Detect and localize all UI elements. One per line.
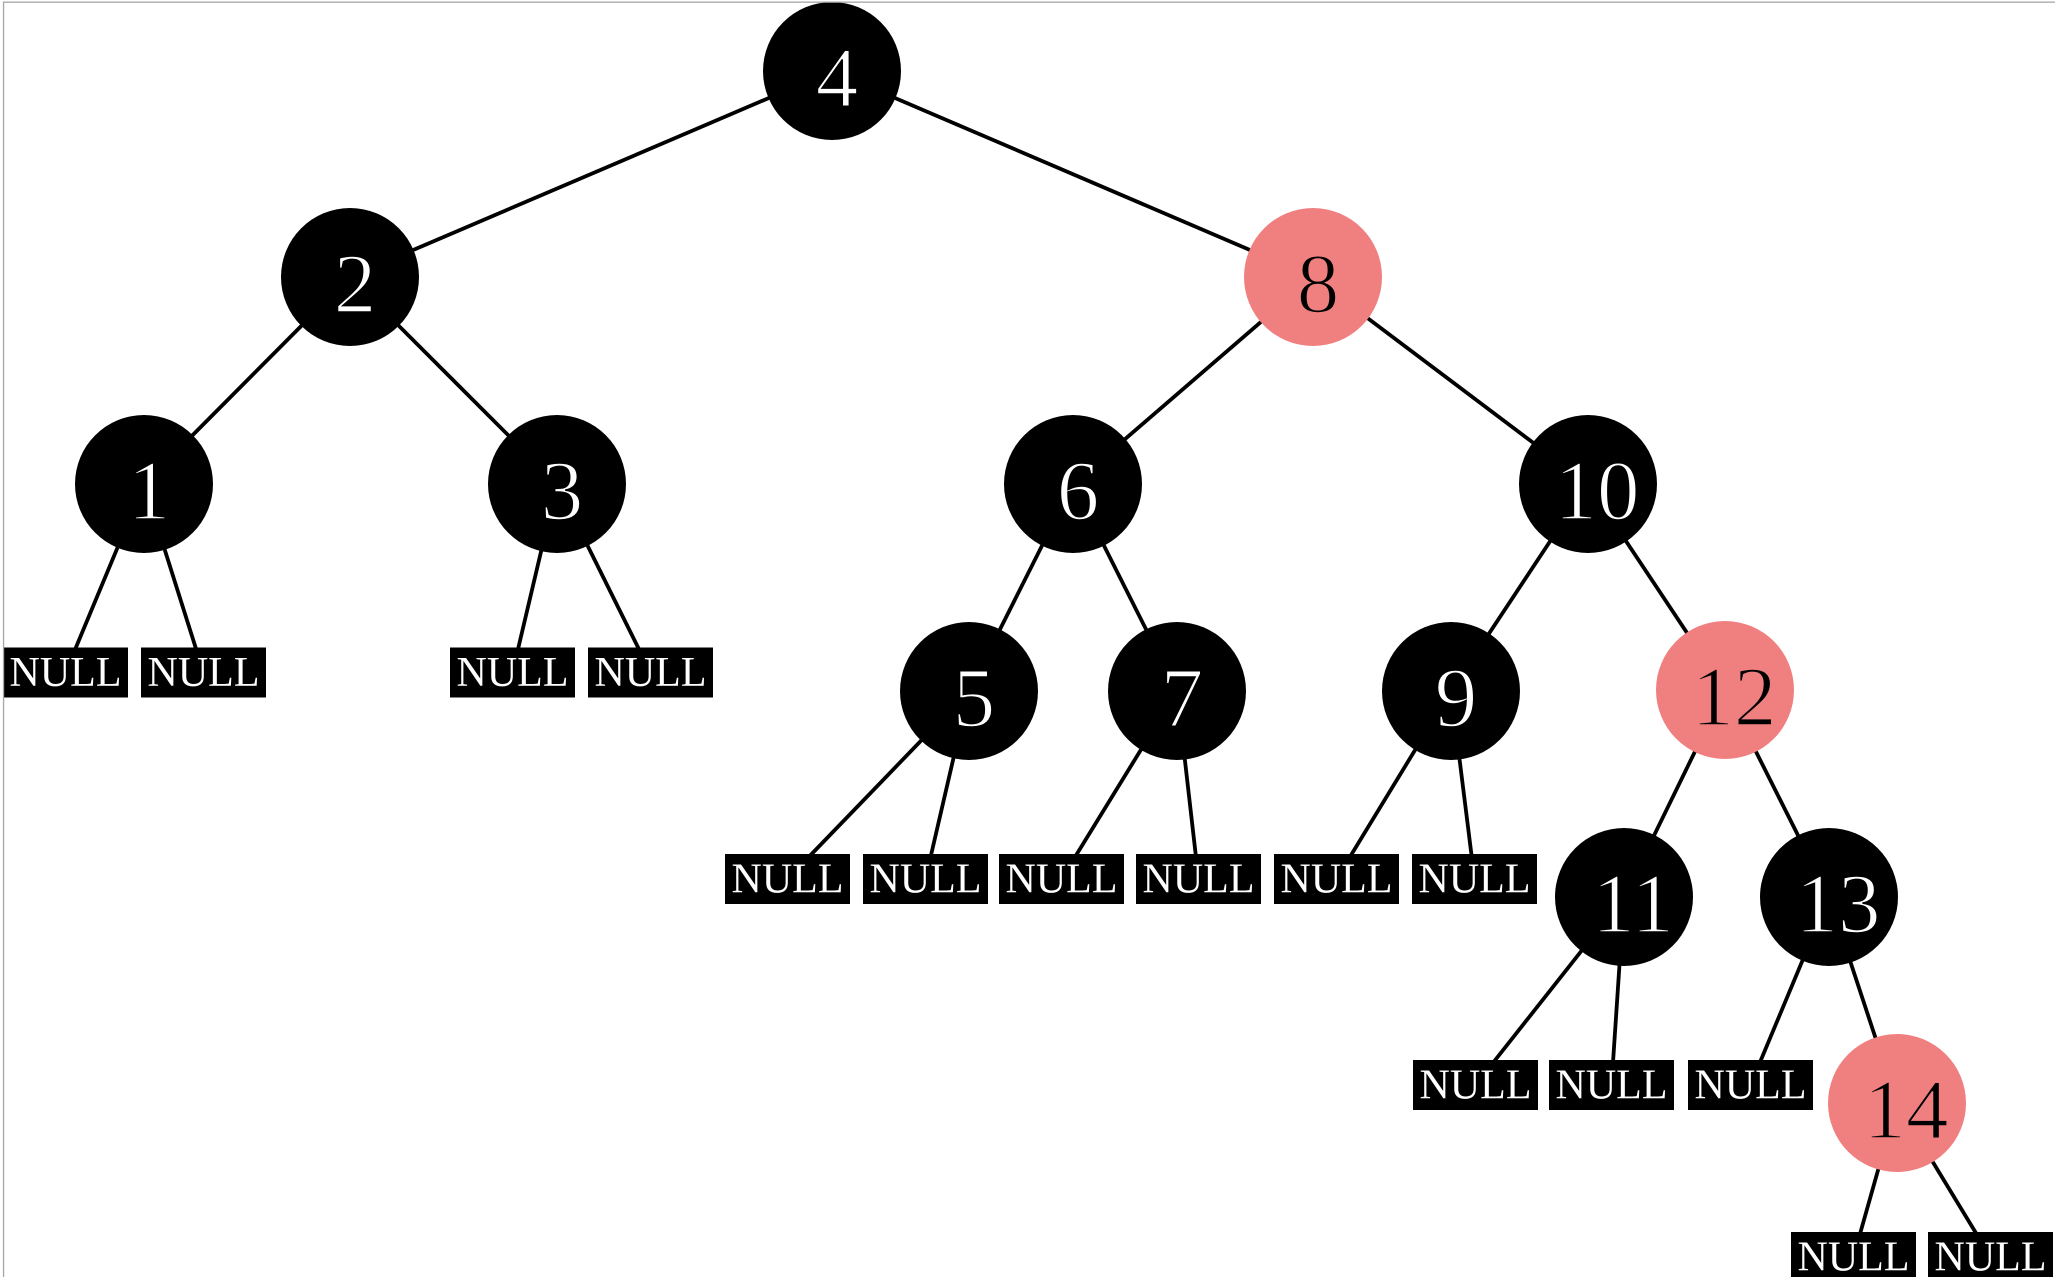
svg-text:10: 10 [1555, 444, 1640, 538]
svg-text:9: 9 [1435, 651, 1478, 745]
svg-text:2: 2 [334, 237, 377, 331]
svg-text:7: 7 [1161, 651, 1204, 745]
svg-text:4: 4 [816, 31, 859, 125]
svg-text:NULL: NULL [1935, 1235, 2047, 1277]
svg-text:NULL: NULL [1006, 857, 1118, 903]
svg-text:12: 12 [1692, 650, 1777, 744]
svg-text:14: 14 [1864, 1063, 1949, 1157]
svg-text:NULL: NULL [457, 650, 569, 696]
svg-text:NULL: NULL [870, 857, 982, 903]
svg-text:NULL: NULL [732, 857, 844, 903]
svg-text:1: 1 [128, 444, 171, 538]
svg-text:NULL: NULL [595, 650, 707, 696]
svg-text:NULL: NULL [1798, 1235, 1910, 1277]
svg-text:6: 6 [1057, 444, 1100, 538]
svg-text:NULL: NULL [1143, 857, 1255, 903]
svg-text:NULL: NULL [1695, 1063, 1807, 1109]
svg-text:3: 3 [541, 444, 584, 538]
svg-text:NULL: NULL [1420, 1063, 1532, 1109]
svg-text:5: 5 [953, 651, 996, 745]
svg-text:13: 13 [1796, 857, 1881, 951]
svg-text:8: 8 [1297, 237, 1340, 331]
svg-text:NULL: NULL [10, 650, 122, 696]
svg-text:NULL: NULL [148, 650, 260, 696]
svg-text:NULL: NULL [1419, 857, 1531, 903]
svg-text:11: 11 [1592, 857, 1674, 951]
svg-text:NULL: NULL [1556, 1063, 1668, 1109]
svg-text:NULL: NULL [1281, 857, 1393, 903]
